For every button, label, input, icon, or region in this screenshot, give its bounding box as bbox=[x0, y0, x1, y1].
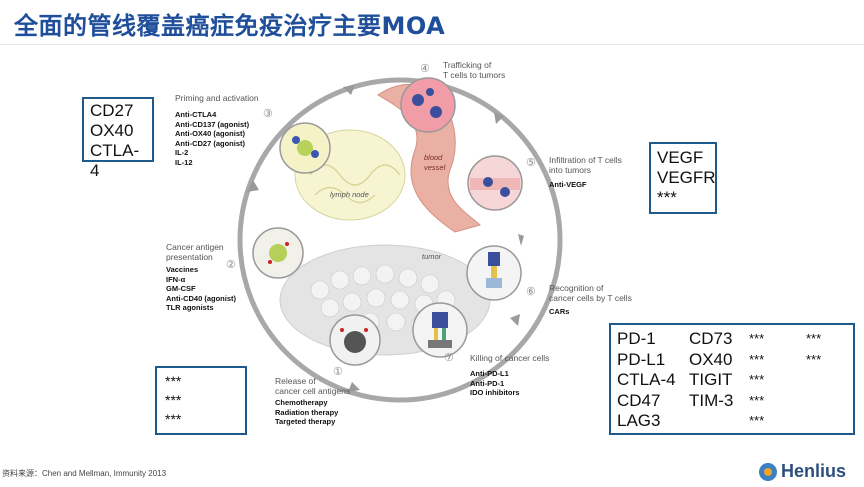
step-7-cell bbox=[412, 302, 468, 358]
arrowhead-1 bbox=[247, 180, 259, 192]
step-6-agents: CARs bbox=[549, 307, 570, 316]
brand-name: Henlius bbox=[781, 461, 847, 481]
step-6-number: ⑥ bbox=[526, 286, 536, 298]
cycle-ring bbox=[237, 77, 563, 403]
henlius-logo-icon bbox=[759, 463, 777, 481]
step-2-number: ② bbox=[226, 259, 236, 271]
step-7-number: ⑦ bbox=[444, 352, 454, 364]
arrowhead-3 bbox=[494, 112, 504, 124]
arrowhead-6 bbox=[348, 382, 360, 392]
arrowhead-5 bbox=[510, 314, 520, 326]
step-5-cell bbox=[467, 155, 523, 211]
lymph-node-label: lymph node bbox=[330, 190, 369, 199]
step-3-label: Priming and activation bbox=[175, 93, 259, 103]
step-3-number: ③ bbox=[263, 108, 273, 120]
arrowhead-4 bbox=[518, 234, 524, 246]
arrowhead-2 bbox=[343, 85, 355, 95]
tumor-label: tumor bbox=[422, 252, 442, 261]
step-4-cell bbox=[400, 77, 456, 133]
brand-logo: Henlius bbox=[781, 461, 846, 482]
step-4-number: ④ bbox=[420, 63, 430, 75]
step-2-cell bbox=[252, 227, 304, 279]
cycle-arrowheads bbox=[247, 85, 524, 392]
title-divider bbox=[0, 44, 864, 45]
step-5-agents: Anti-VEGF bbox=[549, 180, 587, 189]
source-footnote: 资料来源：Chen and Mellman, Immunity 2013 bbox=[2, 469, 167, 478]
step-5-number: ⑤ bbox=[526, 157, 536, 169]
step-1-cell bbox=[329, 314, 381, 366]
targets-box-release: ********* bbox=[155, 366, 247, 435]
page-title: 全面的管线覆盖癌症免疫治疗主要MOA bbox=[14, 12, 446, 40]
step-7-label: Killing of cancer cells bbox=[470, 353, 550, 363]
step-6-cell bbox=[466, 245, 522, 301]
step-3-cell bbox=[279, 122, 331, 174]
step-1-number: ① bbox=[333, 366, 343, 378]
